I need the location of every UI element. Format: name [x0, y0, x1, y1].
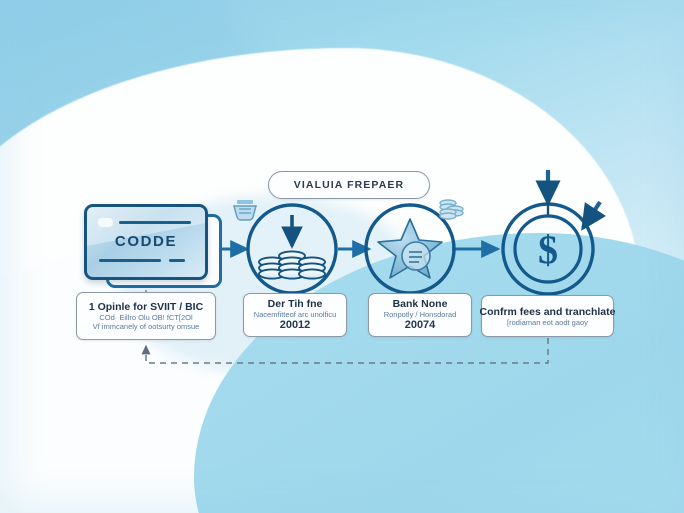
card-stripe-bottom-left: [99, 259, 161, 263]
card-chip-icon: [98, 218, 113, 227]
caption-value-step-2: 20012: [279, 319, 311, 331]
caption-sub-step-2: Nacemfitteof arc unolficu: [253, 310, 337, 319]
caption-box-step-4[interactable]: Confrm fees and tranchlate [rodiaman eot…: [479, 295, 616, 337]
coin-bowl-icon: [233, 200, 257, 221]
caption-box-step-3[interactable]: Bank None Ronpotly / Honsdorad 20074: [368, 293, 472, 337]
status-badge[interactable]: VIALUIA FREPAER: [268, 171, 430, 199]
card-stripe-top: [119, 221, 191, 225]
caption-note-step-1: Vf immcanely of ootsurty omsue: [92, 322, 200, 331]
caption-sub-step-1: COd· Eillro Olu OB! fCT[2Ol: [99, 313, 193, 322]
caption-sub-step-3: Ronpotly / Honsdorad: [383, 310, 457, 319]
inflow-arrow-diagonal: [581, 200, 606, 231]
coin-stack-icon: [439, 199, 464, 220]
svg-text:$: $: [538, 227, 558, 272]
card-stripe-bottom-right: [169, 259, 185, 263]
node-credit-card[interactable]: CODDE: [80, 200, 222, 290]
caption-title-step-4: Confrm fees and tranchlate: [479, 305, 616, 318]
node-coin-stack[interactable]: [246, 203, 338, 295]
card-code-label: CODDE: [114, 233, 178, 250]
caption-box-step-2[interactable]: Der Tih fne Nacemfitteof arc unolficu 20…: [243, 293, 347, 337]
node-dollar-coin[interactable]: $: [501, 202, 595, 296]
caption-title-step-1: 1 Opinle for SVIIT / BIC: [88, 301, 204, 313]
caption-sub-step-4: [rodiaman eot aodt gaoy: [507, 317, 588, 327]
caption-title-step-3: Bank None: [392, 298, 448, 310]
caption-title-step-2: Der Tih fne: [267, 298, 323, 310]
credit-card-front-layer: CODDE: [84, 204, 208, 280]
caption-box-step-1[interactable]: 1 Opinle for SVIIT / BIC COd· Eillro Olu…: [76, 292, 216, 340]
caption-value-step-3: 20074: [404, 319, 436, 331]
connector-feedback-loop: [141, 338, 549, 364]
